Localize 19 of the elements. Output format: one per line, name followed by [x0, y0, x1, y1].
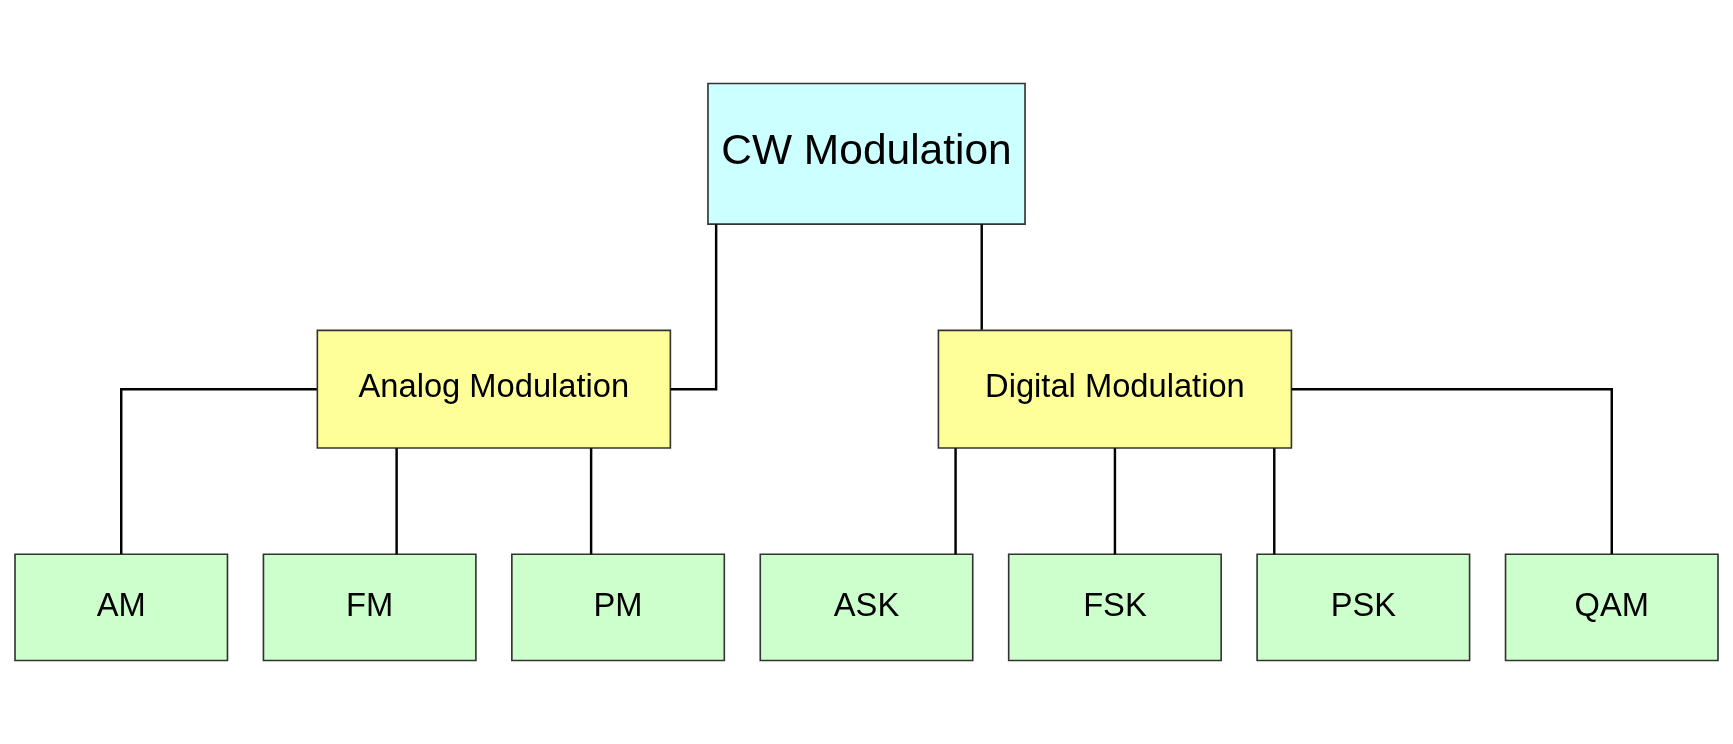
- node-box: Digital Modulation: [937, 329, 1293, 449]
- connector: [1273, 448, 1276, 555]
- node-box: AM: [14, 553, 229, 662]
- node-box: QAM: [1504, 553, 1719, 662]
- connector: [954, 448, 957, 555]
- connector: [395, 448, 398, 555]
- node-box: Analog Modulation: [316, 329, 672, 449]
- node-box: PM: [511, 553, 726, 662]
- node-box: FM: [262, 553, 477, 662]
- connector: [589, 448, 593, 555]
- connector: [1291, 387, 1613, 554]
- node-box: FSK: [1007, 553, 1222, 662]
- node-box: ASK: [759, 553, 974, 662]
- connector: [670, 224, 718, 391]
- node-box: CW Modulation: [707, 82, 1026, 225]
- node-box: PSK: [1256, 553, 1471, 662]
- connector: [1113, 448, 1117, 555]
- connector: [980, 224, 983, 330]
- connector: [120, 387, 317, 554]
